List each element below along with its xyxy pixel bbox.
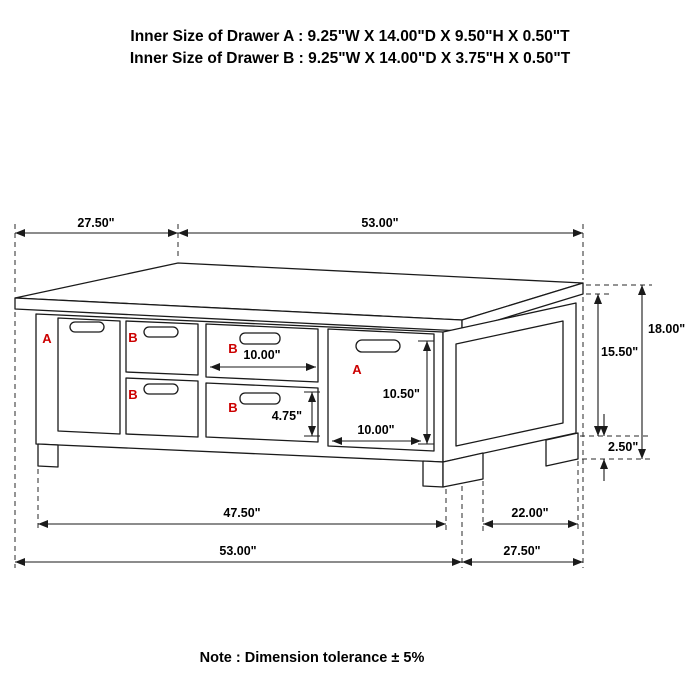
drawer-b-top-1-label: B: [128, 330, 137, 345]
tolerance-note: Note : Dimension tolerance ± 5%: [199, 650, 425, 666]
drawer-b-bottom-1: [125, 377, 199, 438]
dim-top-width-label: 53.00": [361, 216, 398, 230]
drawer-b-top-2-label: B: [228, 341, 237, 356]
dim-top-depth-label: 27.50": [77, 216, 114, 230]
dimension-labels: 27.50" 53.00" 18.00" 15.50" 2.50" 10.00"…: [77, 216, 685, 558]
side-back-leg: [545, 432, 579, 467]
drawer-a-left: [57, 317, 121, 435]
drawer-size-header: Inner Size of Drawer A : 9.25"W X 14.00"…: [0, 26, 700, 70]
dim-drawer-a-height-label: 10.50": [383, 387, 420, 401]
dim-drawer-b-width-label: 10.00": [243, 348, 280, 362]
dim-leg-height-label: 2.50": [608, 440, 638, 454]
drawer-a-right-label: A: [352, 362, 362, 377]
drawer-b-bottom-1-label: B: [128, 387, 137, 402]
dim-drawer-a-width-label: 10.00": [357, 423, 394, 437]
drawer-b-spec-line: Inner Size of Drawer B : 9.25"W X 14.00"…: [129, 50, 571, 67]
dim-drawer-b-height-label: 4.75": [272, 409, 302, 423]
dimension-lines: [15, 229, 646, 566]
drawer-a-left-label: A: [42, 331, 52, 346]
table-drawing: [14, 262, 584, 488]
drawer-letter-labels: A B B A B B: [42, 330, 362, 415]
dim-bottom-width-label: 53.00": [219, 544, 256, 558]
drawer-b-bottom-2: [205, 382, 319, 443]
drawer-handle-icon: [143, 383, 179, 395]
side-front-leg: [442, 452, 484, 488]
side-panel-inset: [455, 320, 564, 447]
drawer-handle-icon: [239, 332, 281, 345]
drawer-b-bottom-2-label: B: [228, 400, 237, 415]
drawer-a-right: [327, 328, 435, 452]
dim-height-body-label: 15.50": [601, 345, 638, 359]
drawer-handle-icon: [143, 326, 179, 338]
dim-side-leg-span-label: 22.00": [511, 506, 548, 520]
drawer-handle-icon: [69, 321, 105, 333]
dim-bottom-depth-label: 27.50": [503, 544, 540, 558]
drawer-a-spec-line: Inner Size of Drawer A : 9.25"W X 14.00"…: [130, 28, 570, 45]
dim-front-leg-span-label: 47.50": [223, 506, 260, 520]
drawer-handle-icon: [355, 339, 401, 353]
drawer-handle-icon: [239, 392, 281, 405]
dim-height-total-label: 18.00": [648, 322, 685, 336]
front-right-leg: [422, 460, 444, 488]
front-left-leg: [37, 443, 59, 468]
